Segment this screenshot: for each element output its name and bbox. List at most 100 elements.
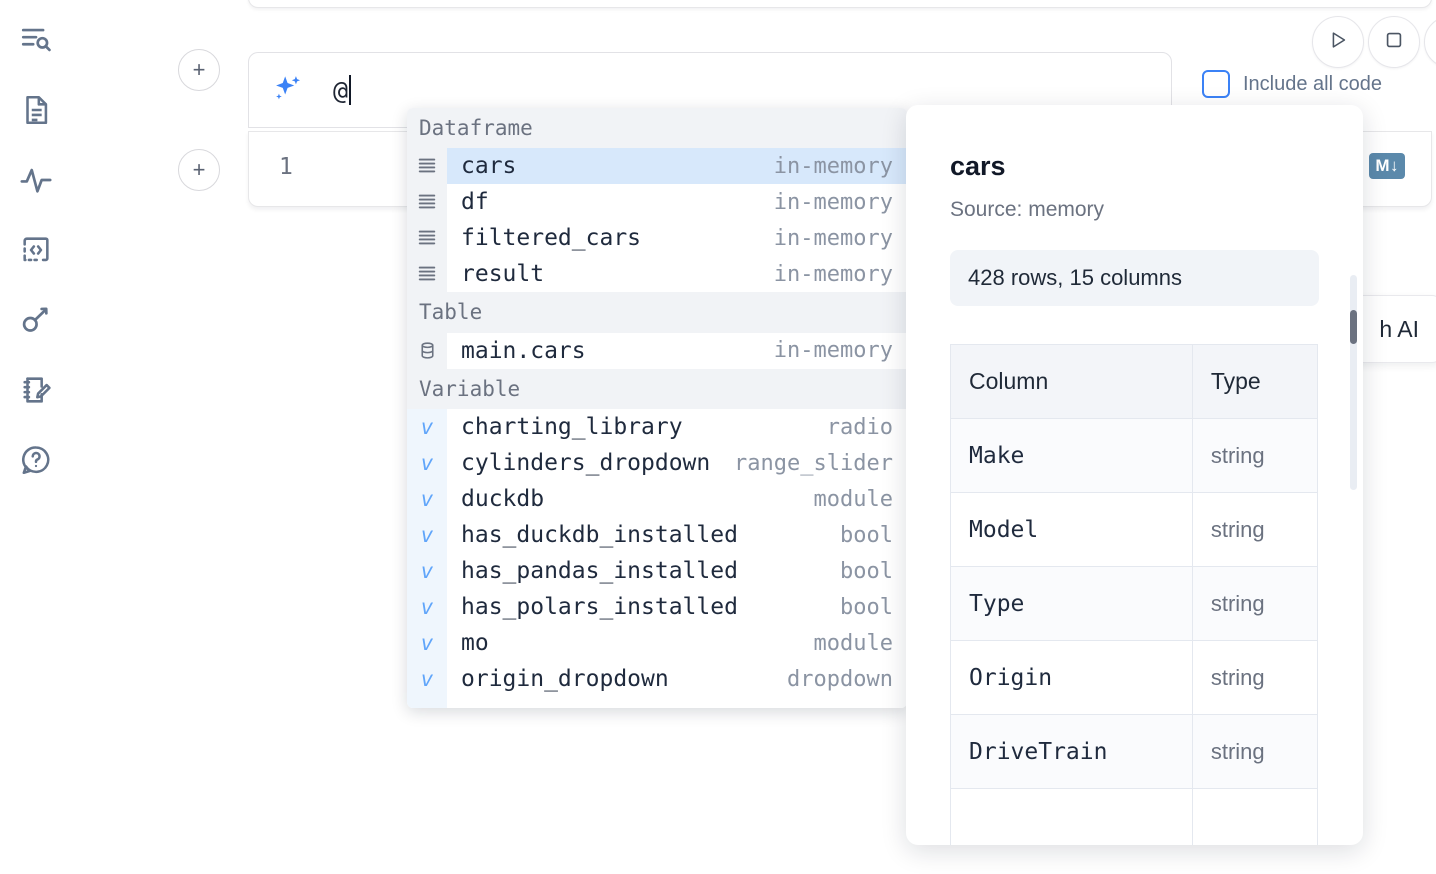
stop-button[interactable] [1368, 16, 1420, 68]
dataframe-icon [407, 220, 447, 257]
schema-column-name: Origin [950, 640, 1193, 715]
include-all-code-row[interactable]: Include all code [1202, 70, 1382, 98]
table-row: DriveTrain string [950, 714, 1319, 789]
table-row-partial [950, 788, 1319, 845]
key-icon [19, 303, 53, 337]
schema-column-type: string [1191, 714, 1319, 789]
autocomplete-item-duckdb[interactable]: v duckdb module [407, 481, 907, 518]
detail-source: Source: memory [950, 198, 1105, 221]
dataframe-icon [407, 148, 447, 185]
autocomplete-item-meta: bool [840, 558, 893, 584]
include-all-code-checkbox[interactable] [1202, 70, 1230, 98]
schema-column-name: Model [950, 492, 1193, 567]
table-icon [407, 332, 447, 369]
cell-above-partial[interactable] [248, 0, 1432, 8]
sidebar-item-secrets[interactable] [12, 296, 60, 344]
autocomplete-item-label: result [461, 261, 545, 288]
detail-scrollbar-thumb[interactable] [1350, 310, 1357, 344]
ai-prompt-input[interactable]: @ [333, 73, 352, 107]
type-header: Type [1191, 344, 1319, 419]
include-all-code-label: Include all code [1243, 72, 1382, 95]
table-row: Origin string [950, 640, 1319, 715]
sidebar-item-scratchpad[interactable] [12, 366, 60, 414]
document-icon [19, 93, 53, 127]
autocomplete-item-cars[interactable]: cars in-memory [407, 148, 907, 185]
autocomplete-item-label: cylinders_dropdown [461, 450, 711, 477]
more-options-button[interactable] [1424, 16, 1436, 68]
autocomplete-item-has-duckdb-installed[interactable]: v has_duckdb_installed bool [407, 517, 907, 554]
autocomplete-dropdown[interactable]: Dataframe cars in-memory [407, 108, 907, 708]
variable-icon: v [407, 661, 447, 698]
run-button[interactable] [1312, 16, 1364, 68]
detail-scrollbar-track[interactable] [1350, 275, 1357, 490]
sidebar-item-activity[interactable] [12, 156, 60, 204]
autocomplete-item-label: has_duckdb_installed [461, 522, 738, 549]
sidebar-item-explore[interactable] [12, 16, 60, 64]
play-icon [1327, 29, 1349, 56]
autocomplete-item-has-polars-installed[interactable]: v has_polars_installed bool [407, 589, 907, 626]
autocomplete-item-origin-dropdown[interactable]: v origin_dropdown dropdown [407, 661, 907, 698]
autocomplete-item-label: has_polars_installed [461, 594, 738, 621]
sparkle-icon [271, 73, 305, 107]
autocomplete-group-header: Variable [407, 368, 907, 410]
dataframe-icon [407, 184, 447, 221]
add-cell-button-bottom[interactable]: + [178, 149, 220, 191]
autocomplete-item-label: origin_dropdown [461, 666, 669, 693]
autocomplete-item-meta: dropdown [787, 666, 893, 692]
autocomplete-item-main-cars[interactable]: main.cars in-memory [407, 332, 907, 369]
schema-table: Column Type Make string Model string Typ… [950, 344, 1319, 845]
autocomplete-group-header: Dataframe [407, 108, 907, 149]
autocomplete-item-mo[interactable]: v mo module [407, 625, 907, 662]
autocomplete-item-cylinders-dropdown[interactable]: v cylinders_dropdown range_slider [407, 445, 907, 482]
variable-icon: v [407, 409, 447, 446]
line-number: 1 [279, 154, 293, 180]
autocomplete-item-label: cars [461, 153, 517, 180]
autocomplete-item-df[interactable]: df in-memory [407, 184, 907, 221]
variable-icon: v [407, 697, 447, 708]
sidebar-item-help[interactable] [12, 436, 60, 484]
autocomplete-item-result[interactable]: result in-memory [407, 256, 907, 293]
notebook-canvas: + + @ [72, 0, 1436, 874]
variable-icon: v [407, 553, 447, 590]
schema-column-type: string [1191, 640, 1319, 715]
detail-title: cars [950, 151, 1006, 181]
column-header: Column [950, 344, 1193, 419]
outline-search-icon [19, 23, 53, 57]
schema-column-name: Type [950, 566, 1193, 641]
sidebar-item-files[interactable] [12, 86, 60, 134]
code-snippet-icon [19, 233, 53, 267]
plus-icon: + [192, 157, 206, 182]
autocomplete-item-meta: module [813, 486, 893, 512]
autocomplete-item-meta: radio [826, 414, 893, 440]
text-caret [349, 75, 352, 105]
variable-icon: v [407, 625, 447, 662]
autocomplete-item-meta: bool [840, 522, 893, 548]
autocomplete-item-partial[interactable]: v [407, 697, 907, 708]
variable-icon: v [407, 589, 447, 626]
autocomplete-item-filtered-cars[interactable]: filtered_cars in-memory [407, 220, 907, 257]
plus-icon: + [192, 57, 206, 82]
autocomplete-item-charting-library[interactable]: v charting_library radio [407, 409, 907, 446]
markdown-badge[interactable]: M↓ [1369, 153, 1405, 179]
autocomplete-item-label: filtered_cars [461, 225, 642, 252]
autocomplete-item-meta: in-memory [773, 225, 893, 251]
scratchpad-icon [19, 373, 53, 407]
autocomplete-item-meta: in-memory [773, 261, 893, 287]
autocomplete-item-meta: in-memory [773, 189, 893, 215]
table-row: Model string [950, 492, 1319, 567]
autocomplete-item-meta: in-memory [773, 153, 893, 179]
autocomplete-item-has-pandas-installed[interactable]: v has_pandas_installed bool [407, 553, 907, 590]
autocomplete-item-meta: module [813, 630, 893, 656]
autocomplete-item-meta: bool [840, 594, 893, 620]
add-cell-button-top[interactable]: + [178, 49, 220, 91]
autocomplete-item-label: duckdb [461, 486, 545, 513]
variable-icon: v [407, 481, 447, 518]
detail-shape-badge: 428 rows, 15 columns [950, 250, 1319, 306]
sidebar-item-snippets[interactable] [12, 226, 60, 274]
schema-column-type: string [1191, 566, 1319, 641]
autocomplete-item-label: charting_library [461, 414, 683, 441]
sidebar-rail [0, 0, 72, 874]
schema-column-type: string [1191, 492, 1319, 567]
autocomplete-item-label: main.cars [461, 337, 586, 364]
dataframe-icon [407, 256, 447, 293]
